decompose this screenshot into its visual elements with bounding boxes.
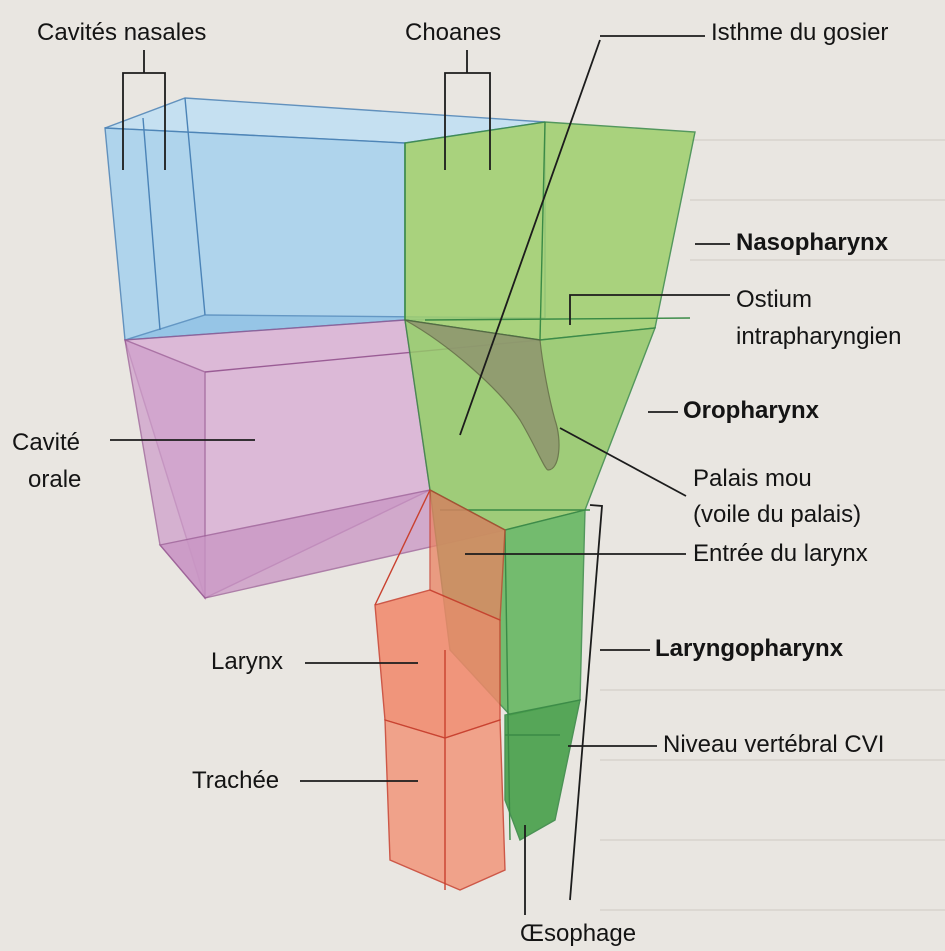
nasopharynx-region [405,122,695,340]
nasal-front-face [105,128,405,340]
label-choanes: Choanes [405,19,501,46]
label-entree-larynx: Entrée du larynx [693,540,868,567]
label-cavite-orale-1: Cavité [12,429,80,456]
label-ostium-1: Ostium [736,286,812,313]
label-cavite-orale-2: orale [28,466,81,493]
label-palais-1: Palais mou [693,465,812,492]
label-cavites-nasales: Cavités nasales [37,19,206,46]
label-nasopharynx: Nasopharynx [736,229,889,256]
label-oropharynx: Oropharynx [683,397,820,424]
label-oesophage: Œsophage [520,920,636,947]
label-isthme: Isthme du gosier [711,19,888,46]
label-ostium-2: intrapharyngien [736,323,901,350]
label-laryngopharynx: Laryngopharynx [655,635,844,662]
label-niveau-cvi: Niveau vertébral CVI [663,731,884,758]
label-palais-2: (voile du palais) [693,501,861,528]
label-trachee: Trachée [192,767,279,794]
label-larynx: Larynx [211,648,283,675]
